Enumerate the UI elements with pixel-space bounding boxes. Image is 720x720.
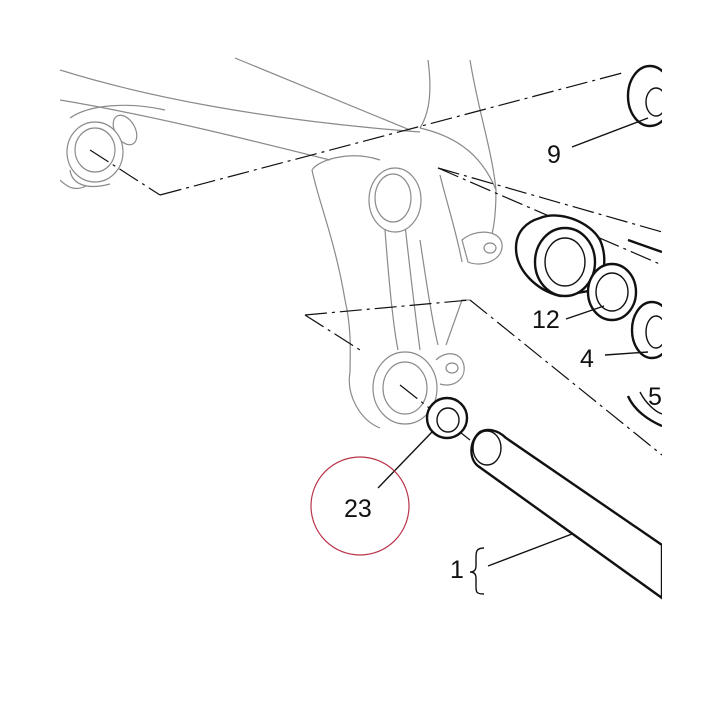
spacer-4[interactable] bbox=[630, 300, 672, 360]
callout-4[interactable]: 4 bbox=[580, 345, 594, 373]
left-bushing-ghost bbox=[66, 114, 138, 188]
bearing-large[interactable] bbox=[514, 214, 606, 298]
callout-23[interactable]: 23 bbox=[344, 495, 372, 523]
part-5-fragment bbox=[626, 391, 662, 428]
bracket-brace-icon bbox=[469, 547, 485, 595]
bearing-edge-line bbox=[627, 238, 662, 254]
callout-9[interactable]: 9 bbox=[547, 141, 561, 169]
bushing-9[interactable] bbox=[626, 64, 672, 128]
frame-outline bbox=[60, 57, 497, 251]
highlight-circle bbox=[310, 456, 410, 556]
washer-23[interactable] bbox=[425, 396, 469, 440]
seal-ring-12[interactable] bbox=[586, 262, 638, 322]
callout-1[interactable]: 1 bbox=[450, 556, 464, 584]
leader-lines bbox=[377, 117, 649, 567]
pivot-pin-1[interactable] bbox=[470, 428, 662, 600]
callout-5[interactable]: 5 bbox=[648, 383, 662, 411]
linkage-ghost bbox=[311, 155, 503, 429]
callout-12[interactable]: 12 bbox=[532, 306, 560, 334]
